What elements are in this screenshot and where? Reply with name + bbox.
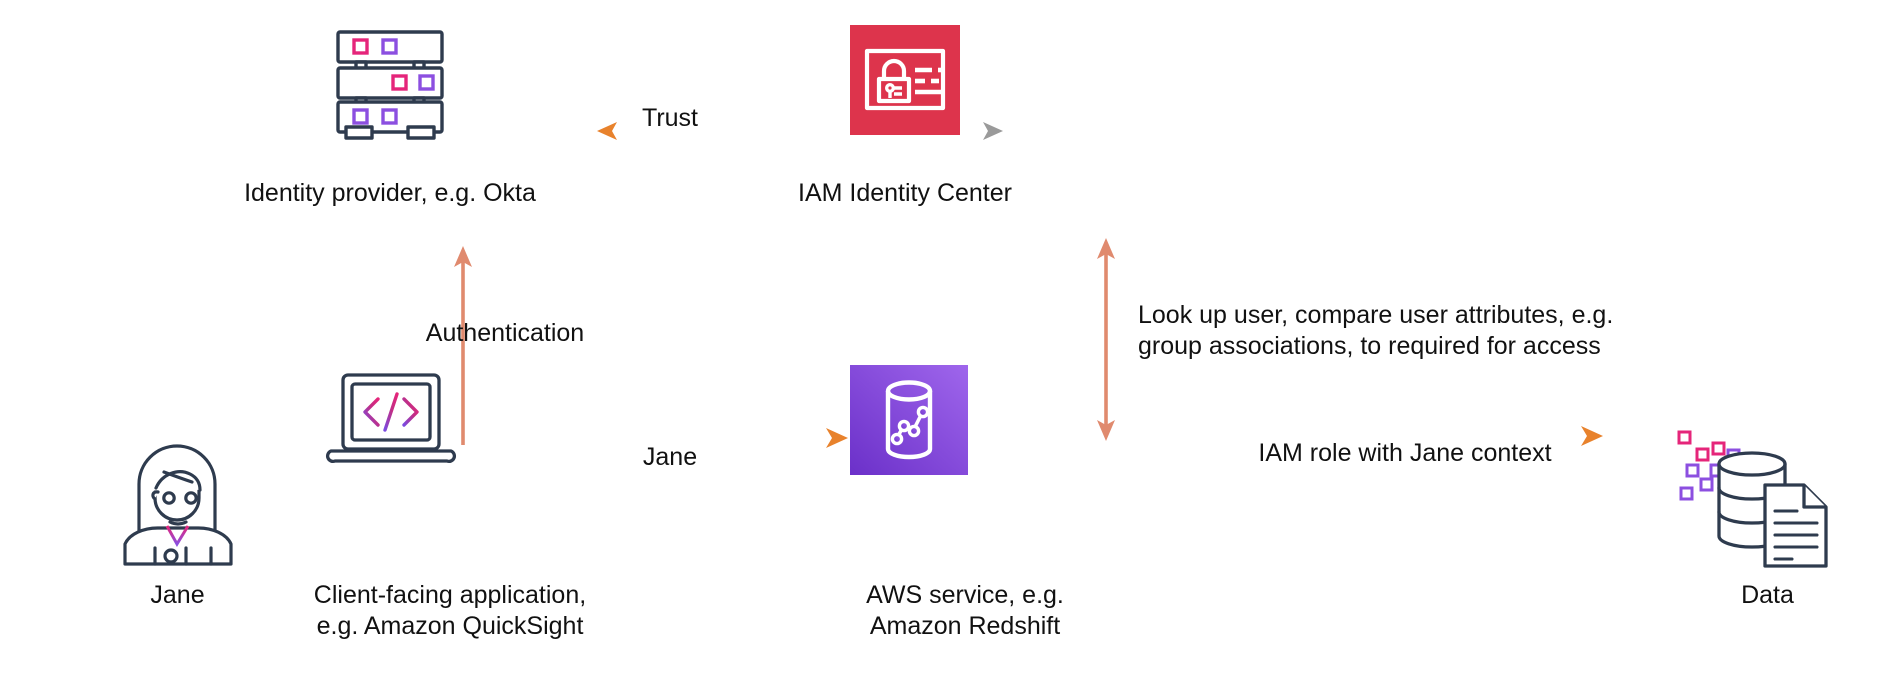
trust-edge-label: Trust (641, 104, 699, 132)
jane-flow-label: Jane (642, 443, 698, 471)
aws-service-label: AWS service, e.g. Amazon Redshift (866, 581, 1064, 640)
identity-provider-label: Identity provider, e.g. Okta (244, 179, 536, 207)
lookup-edge-label: Look up user, compare user attributes, e… (1138, 301, 1614, 360)
server-stack-icon (330, 28, 450, 140)
iam-identity-center-icon (850, 25, 960, 135)
trust-edge-arrow (597, 122, 1003, 140)
user-person-icon (115, 444, 240, 568)
authentication-edge-label: Authentication (425, 319, 585, 347)
iam-role-edge-label: IAM role with Jane context (1258, 439, 1552, 467)
iam-identity-center-label: IAM Identity Center (798, 179, 1012, 207)
data-label: Data (1741, 581, 1794, 609)
iam-role-arrow (1189, 426, 1603, 446)
database-document-icon (1665, 428, 1845, 568)
jane-label: Jane (150, 581, 205, 609)
client-app-label: Client-facing application, e.g. Amazon Q… (313, 581, 587, 640)
jane-flow-arrow (474, 428, 848, 448)
lookup-edge-arrow (1097, 238, 1115, 441)
laptop-code-icon (326, 372, 456, 472)
authentication-edge-arrow (454, 246, 472, 445)
amazon-redshift-icon (850, 365, 968, 475)
jane-to-app-connector (209, 437, 317, 441)
